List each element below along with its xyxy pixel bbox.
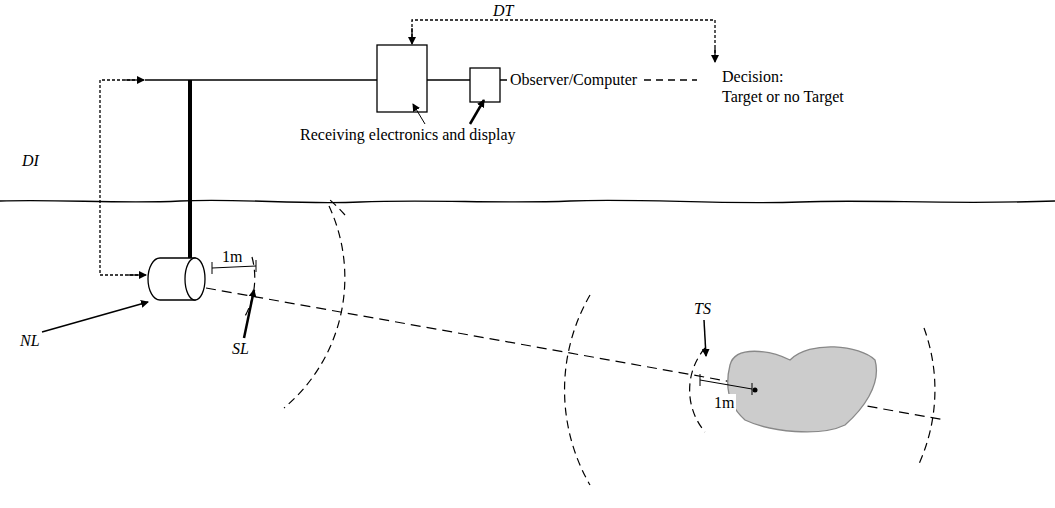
display-box — [470, 68, 500, 102]
transducer-face — [185, 258, 205, 300]
leader-line — [470, 100, 484, 124]
leader-line — [244, 290, 254, 338]
dimension-line — [212, 266, 256, 268]
leader-line — [413, 104, 425, 124]
target-strength-symbol: TS — [694, 300, 711, 318]
dt-arrow — [411, 28, 412, 44]
noise-level-symbol: NL — [20, 332, 40, 350]
dt-arrow — [714, 48, 715, 62]
water-surface — [0, 200, 1055, 203]
component-label: Receiving electronics and display — [300, 126, 515, 144]
decision-label: Target or no Target — [722, 88, 844, 106]
di-arrow — [125, 79, 144, 80]
target — [728, 347, 877, 432]
cable — [188, 80, 192, 258]
di-arrow — [128, 274, 146, 275]
directivity-symbol: DI — [22, 152, 39, 170]
signal-line — [427, 79, 470, 80]
dimension-label: 1m — [712, 394, 736, 412]
leader-line — [42, 302, 148, 332]
signal-line — [145, 79, 377, 80]
receiver-box — [377, 45, 427, 112]
dimension-line — [700, 380, 752, 389]
delay-symbol: DT — [493, 2, 513, 20]
di-bracket — [100, 80, 142, 275]
decision-label: Decision: — [722, 68, 783, 86]
leader-line — [704, 320, 706, 356]
observer-label: Observer/Computer — [508, 71, 639, 89]
source-level-symbol: SL — [232, 340, 249, 358]
dimension-label: 1m — [222, 248, 242, 266]
target-center — [753, 388, 758, 393]
dt-bracket — [412, 20, 715, 58]
dimension-tick — [700, 374, 752, 395]
wavefronts — [244, 200, 935, 485]
